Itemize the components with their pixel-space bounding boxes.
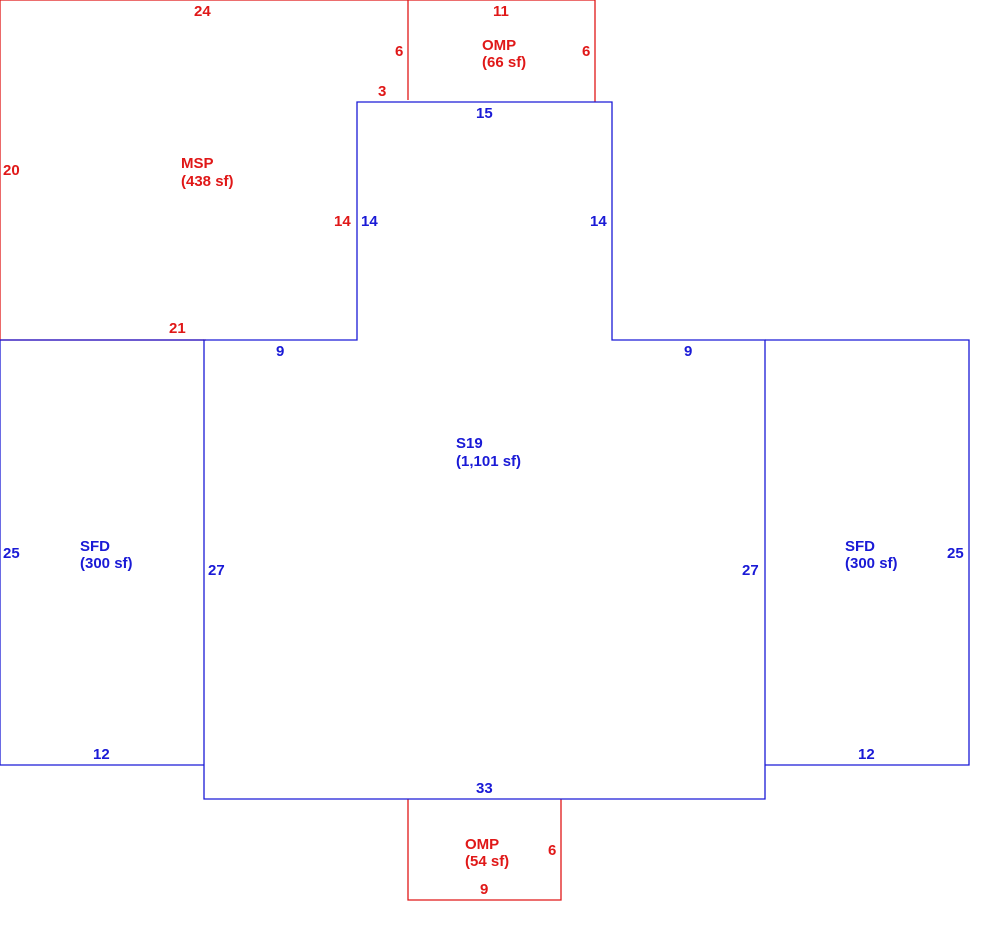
- msp-step-dimension: 3: [378, 83, 386, 100]
- omp-bottom-code-label: OMP: [465, 836, 499, 853]
- sfd-right-outline: [765, 339, 970, 766]
- sfd-right-area-label: (300 sf): [845, 555, 898, 572]
- sfd-left-code-label: SFD: [80, 538, 110, 555]
- s19-left-dimension: 27: [208, 562, 225, 579]
- sfd-right-right-dimension: 25: [947, 545, 964, 562]
- omp-bottom-outline: [407, 799, 562, 901]
- omp-top-outline: [408, 0, 596, 102]
- s19-bottom-dimension: 33: [476, 780, 493, 797]
- s19-outline: [203, 101, 766, 800]
- s19-right-dimension: 27: [742, 562, 759, 579]
- s19-code-label: S19: [456, 435, 483, 452]
- sfd-right-bottom-dimension: 12: [858, 746, 875, 763]
- msp-right-upper-dimension: 6: [395, 43, 403, 60]
- s19-right-step-dimension: 9: [684, 343, 692, 360]
- msp-bottom-dimension: 21: [169, 320, 186, 337]
- s19-left-step-dimension: 9: [276, 343, 284, 360]
- msp-right-lower-dimension: 14: [334, 213, 351, 230]
- msp-area-label: (438 sf): [181, 173, 234, 190]
- msp-top-dimension: 24: [194, 3, 211, 20]
- omp-bottom-bottom-dimension: 9: [480, 881, 488, 898]
- omp-bottom-right-dimension: 6: [548, 842, 556, 859]
- omp-bottom-area-label: (54 sf): [465, 853, 509, 870]
- sfd-left-bottom-dimension: 12: [93, 746, 110, 763]
- s19-area-label: (1,101 sf): [456, 453, 521, 470]
- omp-top-top-dimension: 11: [493, 3, 509, 20]
- msp-left-dimension: 20: [3, 162, 20, 179]
- s19-right-upper-dimension: 14: [590, 213, 607, 230]
- s19-left-upper-dimension: 14: [361, 213, 378, 230]
- s19-top-dimension: 15: [476, 105, 493, 122]
- omp-top-area-label: (66 sf): [482, 54, 526, 71]
- sfd-left-area-label: (300 sf): [80, 555, 133, 572]
- sfd-right-code-label: SFD: [845, 538, 875, 555]
- sfd-left-left-dimension: 25: [3, 545, 20, 562]
- omp-top-code-label: OMP: [482, 37, 516, 54]
- omp-top-right-dimension: 6: [582, 43, 590, 60]
- sfd-left-outline: [0, 339, 204, 766]
- msp-code-label: MSP: [181, 155, 214, 172]
